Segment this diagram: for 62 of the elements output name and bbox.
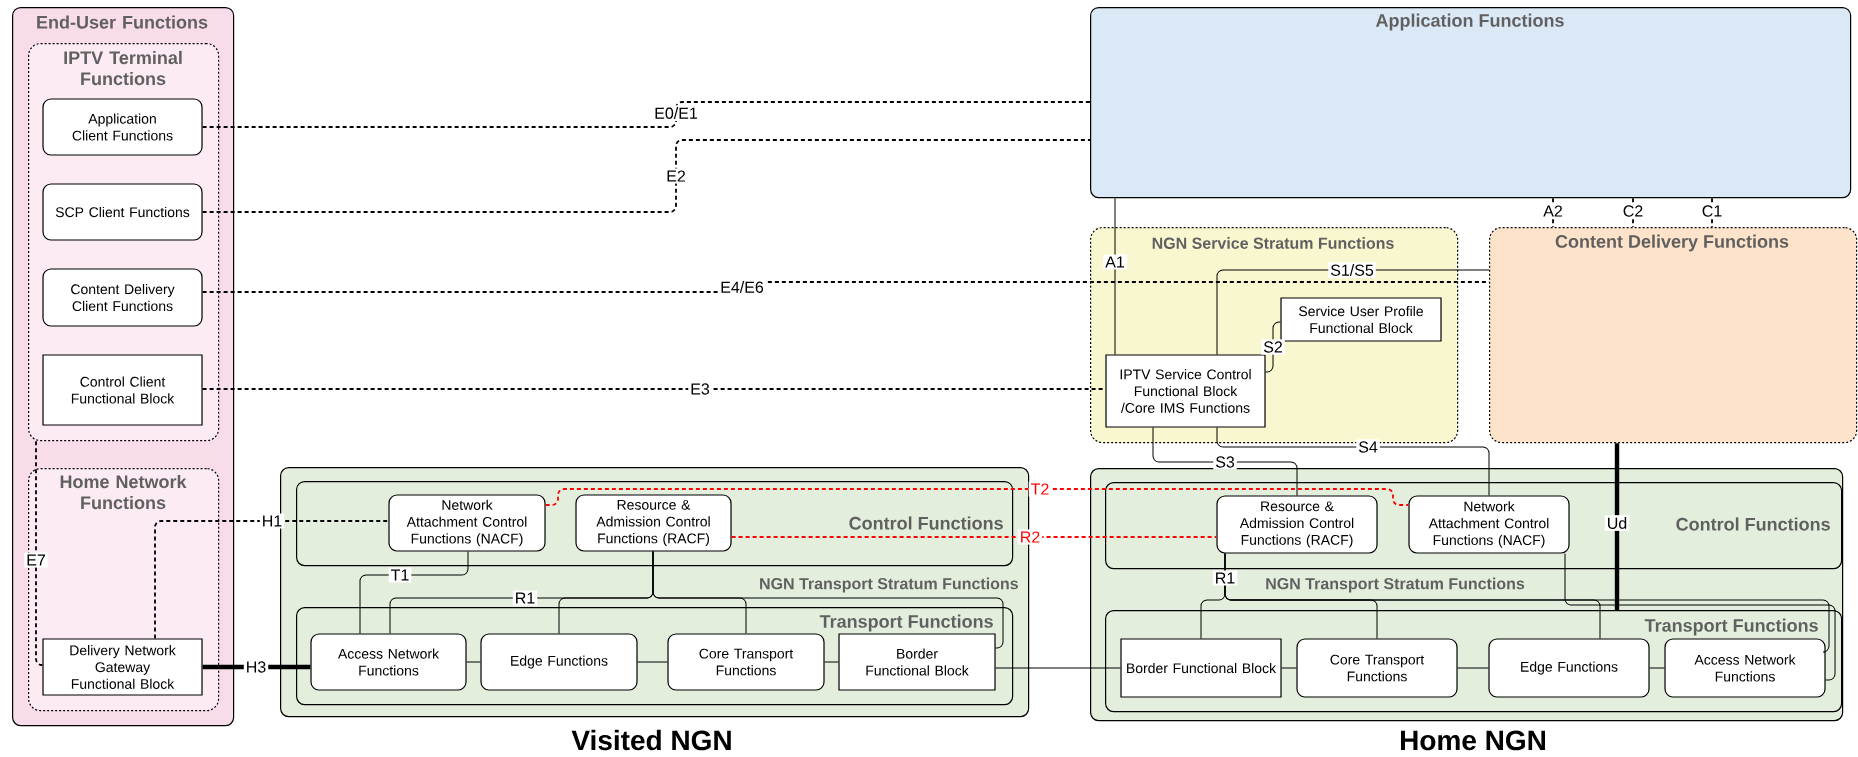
connector-line (1614, 443, 1620, 610)
connector-line (1224, 553, 1830, 653)
node-label: Home NGN (1401, 730, 1545, 751)
edge-label: H1 (259, 513, 285, 529)
function-box: Core Transport Functions (1296, 638, 1458, 698)
edge-label: S4 (1356, 439, 1380, 455)
function-box: Network Attachment Control Functions (NACF) (388, 494, 546, 552)
function-box: Border Functional Block (1120, 638, 1282, 698)
function-box: Access Network Functions (1664, 638, 1826, 698)
region-box: Content Delivery Functions (1489, 227, 1858, 444)
connector-line (359, 551, 469, 634)
connector-line (1265, 321, 1281, 373)
edge-label: H3 (243, 659, 269, 675)
function-box: Resource & Admission Control Functions (RACF) (1216, 495, 1378, 554)
connector-line (1457, 667, 1489, 669)
connector-line (201, 101, 1091, 128)
connector-line (652, 551, 1004, 649)
connector-line (1281, 667, 1297, 669)
connector-line (730, 536, 1218, 538)
edge-label: S2 (1261, 339, 1285, 355)
connector-line (1649, 667, 1665, 669)
function-box: Network Attachment Control Functions (NACF) (1408, 495, 1570, 554)
edge-label: E2 (664, 168, 688, 184)
function-box: IPTV Service Control Functional Block /Core IMS Functions (1105, 354, 1266, 428)
edge-label: E4/E6 (718, 279, 766, 295)
function-box: Application Client Functions (42, 98, 203, 156)
function-box: Edge Functions (1488, 638, 1650, 698)
connector-line (1632, 197, 1634, 228)
connector-line (201, 139, 1091, 213)
edge-label: S1/S5 (1328, 262, 1376, 278)
function-box: Content Delivery Client Functions (42, 268, 203, 327)
connector-line (824, 661, 839, 663)
node-label: Visited NGN (571, 729, 731, 751)
connector-line (1564, 553, 1836, 681)
edge-label: Ud (1604, 515, 1630, 531)
connector-line (1552, 197, 1554, 228)
connector-line (154, 520, 390, 640)
edge-label: R2 (1017, 529, 1043, 545)
connector-line (1216, 427, 1490, 496)
edge-label: C1 (1699, 203, 1725, 219)
function-box: Delivery Network Gateway Functional Block (42, 638, 203, 696)
edge-label: A2 (1541, 203, 1565, 219)
connector-line (995, 667, 1121, 669)
region-box: Application Functions (1090, 7, 1852, 199)
function-box: Access Network Functions (310, 633, 467, 691)
function-box: Core Transport Functions (667, 633, 825, 691)
function-box: Border Functional Block (838, 633, 996, 691)
function-box: Service User Profile Functional Block (1280, 297, 1442, 342)
edge-label: E3 (688, 381, 712, 397)
edge-label: E0/E1 (652, 105, 700, 121)
function-box: Resource & Admission Control Functions (RACF) (575, 494, 732, 552)
connector-line (1711, 197, 1713, 228)
function-box: Edge Functions (480, 633, 638, 691)
edge-label: T2 (1028, 481, 1052, 497)
function-box: Control Client Functional Block (42, 354, 203, 426)
connector-line (466, 661, 481, 663)
connector-line (1114, 197, 1116, 355)
edge-label: C2 (1620, 203, 1646, 219)
connector-line (637, 661, 668, 663)
edge-label: S3 (1213, 454, 1237, 470)
connector-line (1152, 427, 1298, 496)
function-box: SCP Client Functions (42, 183, 203, 241)
